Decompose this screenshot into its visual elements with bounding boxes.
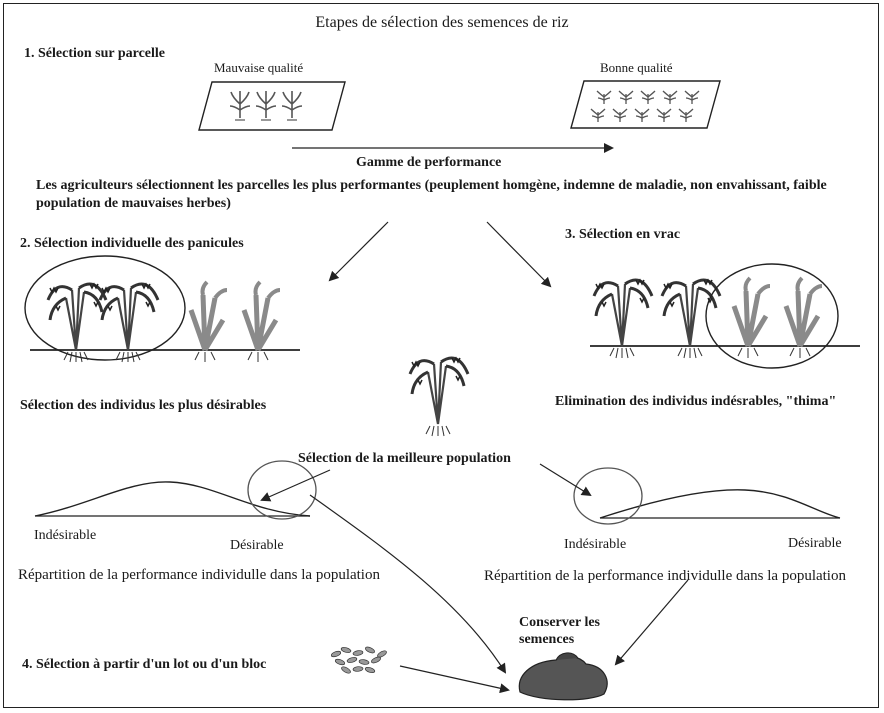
step2-heading: 2. Sélection individuelle des panicules: [20, 236, 244, 251]
arrow-seed-lot-to-seeds: [399, 665, 510, 694]
left-desirable-label: Désirable: [230, 538, 284, 553]
arrow-to-step2: [328, 221, 389, 282]
right-distribution-caption: Répartition de la performance individull…: [484, 568, 846, 584]
step3-heading: 3. Sélection en vrac: [565, 227, 681, 242]
panicle-selection-illustration: [24, 255, 300, 362]
left-distribution-curve: [34, 460, 317, 520]
best-population-label: Sélection de la meilleure population: [298, 451, 511, 466]
diagram-frame: [3, 3, 879, 708]
right-desirable-label: Désirable: [788, 536, 842, 551]
diagram-title: Etapes de sélection des semences de riz: [315, 14, 569, 31]
step3-caption: Elimination des individus indésrables, "…: [555, 394, 837, 409]
left-distribution-caption: Répartition de la performance individull…: [18, 567, 380, 583]
performance-range-label: Gamme de performance: [356, 155, 502, 170]
step1-heading: 1. Sélection sur parcelle: [24, 46, 166, 61]
keep-seeds-label: Conserver les semences: [519, 615, 600, 647]
arrow-left-curve-to-seeds: [309, 494, 507, 674]
good-quality-label: Bonne qualité: [600, 60, 673, 75]
step2-caption: Sélection des individus les plus désirab…: [20, 398, 267, 413]
bad-quality-plot: [198, 81, 346, 131]
seed-bag-icon: [518, 652, 608, 701]
arrow-best-to-right-curve: [539, 463, 592, 497]
left-undesirable-label: Indésirable: [34, 528, 97, 543]
arrow-right-curve-to-seeds: [614, 579, 689, 666]
right-distribution-curve: [573, 467, 841, 525]
arrow-to-step3: [486, 221, 552, 288]
bad-quality-label: Mauvaise qualité: [214, 60, 304, 75]
farmers-selection-text: Les agriculteurs sélectionnent les parce…: [36, 178, 827, 211]
best-plant-illustration: [408, 356, 470, 438]
arrow-best-to-left-curve: [260, 469, 331, 502]
right-undesirable-label: Indésirable: [564, 537, 627, 552]
bulk-selection-illustration: [590, 263, 860, 369]
good-quality-plot: [570, 80, 721, 129]
seed-lot-icon: [330, 646, 387, 674]
step4-heading: 4. Sélection à partir d'un lot ou d'un b…: [22, 657, 267, 672]
